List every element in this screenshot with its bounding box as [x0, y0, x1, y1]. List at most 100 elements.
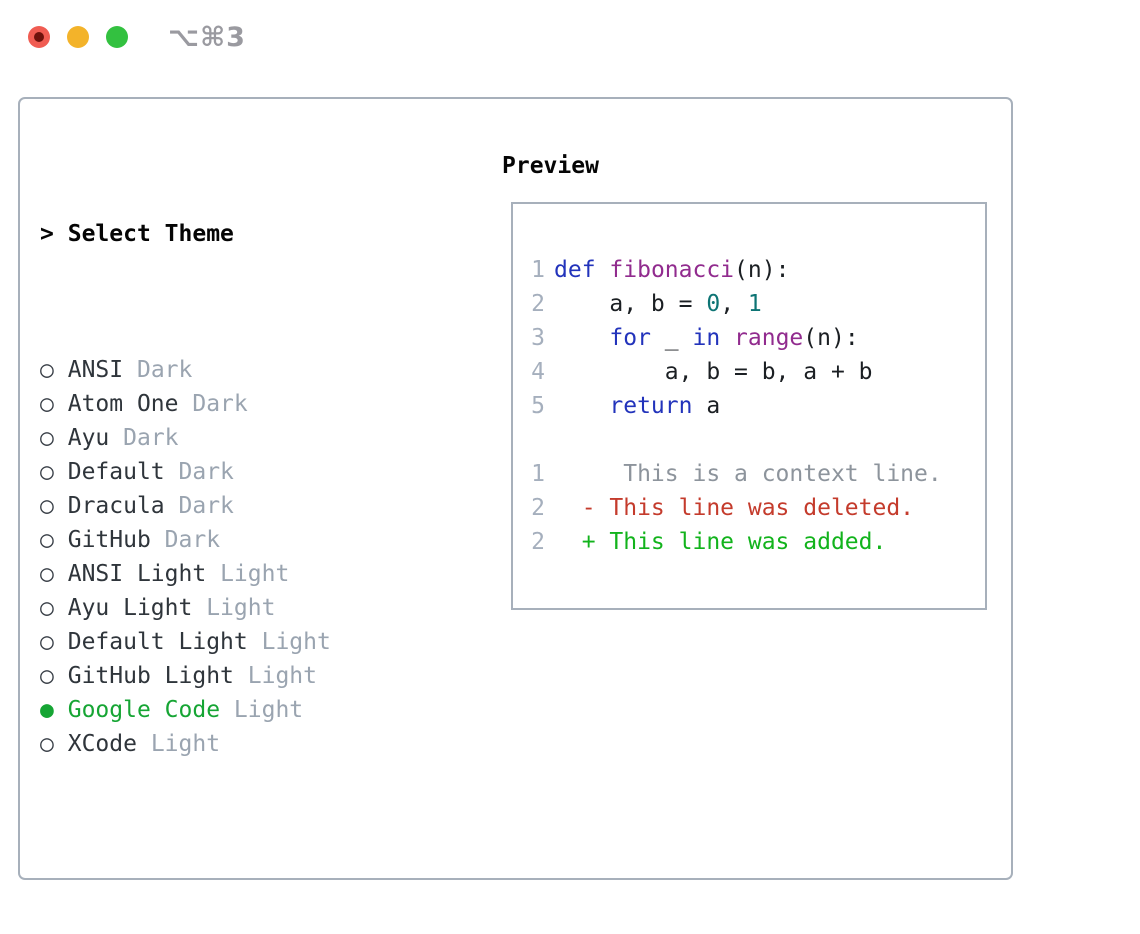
theme-option-default-light[interactable]: ○ Default Light Light: [40, 625, 428, 659]
focus-caret-icon: >: [40, 221, 54, 247]
theme-option-ansi[interactable]: ○ ANSI Dark: [40, 353, 428, 387]
keyboard-shortcut-label: ⌥⌘3: [168, 21, 246, 53]
theme-name: Ayu: [67, 425, 110, 451]
code-line: 2 + This line was added.: [523, 525, 985, 559]
theme-option-dracula[interactable]: ○ Dracula Dark: [40, 489, 428, 523]
code-token: _: [650, 325, 693, 351]
theme-name: Google Code: [67, 697, 221, 723]
code-token: ,: [720, 291, 748, 317]
theme-option-github-light[interactable]: ○ GitHub Light Light: [40, 659, 428, 693]
line-number: 2: [531, 529, 545, 555]
code-token: a, b =: [554, 291, 707, 317]
line-number: 1: [531, 257, 545, 283]
theme-variant-label: Light: [233, 697, 304, 723]
code-text: def fibonacci(n):: [554, 253, 789, 287]
maximize-button[interactable]: [106, 26, 128, 48]
code-token: (n):: [734, 257, 790, 283]
line-number: 2: [531, 291, 545, 317]
select-theme-title: Select Theme: [67, 221, 234, 247]
radio-unselected-icon: ○: [40, 459, 54, 485]
code-text: + This line was added.: [554, 525, 887, 559]
code-token: in: [692, 325, 721, 351]
theme-name: Atom One: [67, 391, 179, 417]
theme-name: GitHub: [67, 527, 151, 553]
code-line: 1 def fibonacci(n):: [523, 253, 985, 287]
code-text: for _ in range(n):: [554, 321, 859, 355]
theme-option-xcode[interactable]: ○ XCode Light: [40, 727, 428, 761]
spacer: [40, 863, 428, 897]
radio-unselected-icon: ○: [40, 629, 54, 655]
radio-unselected-icon: ○: [40, 391, 54, 417]
code-token: a, b = b, a + b: [554, 359, 873, 385]
code-token: range: [734, 325, 804, 351]
theme-name: ANSI: [67, 357, 124, 383]
radio-unselected-icon: ○: [40, 493, 54, 519]
code-line: 1 This is a context line.: [523, 457, 985, 491]
theme-variant-label: Light: [206, 595, 276, 621]
code-line: 3 for _ in range(n):: [523, 321, 985, 355]
code-token: return: [609, 393, 693, 419]
theme-name: ANSI Light: [67, 561, 207, 587]
theme-variant-label: Dark: [192, 391, 248, 417]
theme-option-ayu[interactable]: ○ Ayu Dark: [40, 421, 428, 455]
minimize-button[interactable]: [67, 26, 89, 48]
theme-name: Ayu Light: [67, 595, 193, 621]
code-token: fibonacci: [609, 257, 735, 283]
code-line: 2 a, b = 0, 1: [523, 287, 985, 321]
radio-unselected-icon: ○: [40, 595, 54, 621]
radio-unselected-icon: ○: [40, 663, 54, 689]
code-token: a: [692, 393, 721, 419]
preview-header: Preview: [502, 153, 599, 179]
code-line: 4 a, b = b, a + b: [523, 355, 985, 389]
select-theme-header: > Select Theme: [40, 217, 428, 251]
theme-option-github[interactable]: ○ GitHub Dark: [40, 523, 428, 557]
theme-option-google-code[interactable]: ● Google Code Light: [40, 693, 428, 727]
code-token: for: [609, 325, 651, 351]
line-number: [523, 423, 545, 457]
theme-option-ansi-light[interactable]: ○ ANSI Light Light: [40, 557, 428, 591]
code-line: 5 return a: [523, 389, 985, 423]
radio-unselected-icon: ○: [40, 357, 54, 383]
code-token: 0: [706, 291, 721, 317]
code-token: 1: [747, 291, 762, 317]
code-text: a, b = b, a + b: [554, 355, 873, 389]
theme-variant-label: Dark: [178, 459, 234, 485]
close-button[interactable]: [28, 26, 50, 48]
line-number: 4: [531, 359, 545, 385]
theme-variant-label: Dark: [136, 357, 193, 383]
line-number: 3: [531, 325, 545, 351]
theme-selector-panel: > Select Theme ○ ANSI Dark○ Atom One Dar…: [18, 97, 1013, 880]
theme-name: GitHub Light: [67, 663, 234, 689]
theme-name: Default: [67, 459, 165, 485]
radio-unselected-icon: ○: [40, 561, 54, 587]
theme-option-ayu-light[interactable]: ○ Ayu Light Light: [40, 591, 428, 625]
radio-selected-icon: ●: [40, 697, 54, 723]
theme-name: Dracula: [67, 493, 165, 519]
theme-variant-label: Light: [220, 561, 290, 587]
code-text: This is a context line.: [554, 457, 942, 491]
code-token: (n):: [803, 325, 859, 351]
theme-variant-label: Light: [247, 663, 317, 689]
theme-name: XCode: [67, 731, 137, 757]
code-token: - This line was deleted.: [554, 495, 915, 521]
code-token: + This line was added.: [554, 529, 887, 555]
code-token: [554, 325, 609, 351]
code-token: [554, 393, 609, 419]
code-text: - This line was deleted.: [554, 491, 914, 525]
code-token: def: [554, 257, 596, 283]
code-text: a, b = 0, 1: [554, 287, 762, 321]
theme-option-default[interactable]: ○ Default Dark: [40, 455, 428, 489]
radio-unselected-icon: ○: [40, 527, 54, 553]
code-token: [596, 257, 610, 283]
theme-variant-label: Light: [261, 629, 331, 655]
code-token: [720, 325, 734, 351]
theme-name: Default Light: [67, 629, 248, 655]
code-line: 2 - This line was deleted.: [523, 491, 985, 525]
theme-variant-label: Dark: [164, 527, 221, 553]
theme-variant-label: Dark: [178, 493, 234, 519]
radio-unselected-icon: ○: [40, 425, 54, 451]
code-line: [523, 423, 985, 457]
code-token: This is a context line.: [554, 461, 942, 487]
theme-option-atom-one[interactable]: ○ Atom One Dark: [40, 387, 428, 421]
